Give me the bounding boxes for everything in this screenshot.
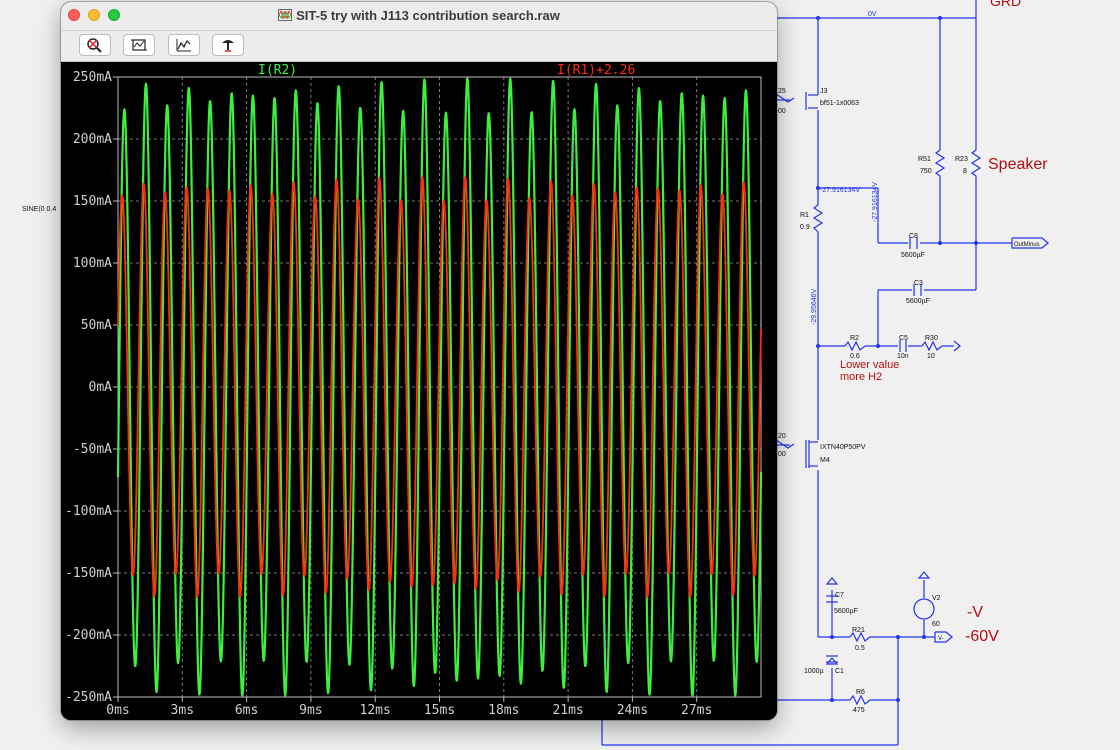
waveform-file-icon (278, 9, 293, 21)
waveform-window: SIT-5 try with J113 contribution search.… (61, 2, 777, 720)
title-bar[interactable]: SIT-5 try with J113 contribution search.… (61, 2, 777, 31)
c8-value: 5600µF (901, 252, 925, 259)
zoom-cancel-button[interactable] (79, 34, 111, 56)
window-title-text: SIT-5 try with J113 contribution search.… (296, 8, 560, 23)
y-tick-label: -50mA (73, 442, 112, 457)
c3-value: 5600µF (906, 298, 930, 305)
r30-label: R30 (925, 335, 938, 342)
series-line-i-r1[interactable] (117, 176, 762, 598)
v2-value: 60 (932, 621, 940, 628)
x-tick-label: 27ms (681, 703, 712, 718)
schematic-junctions (816, 16, 978, 702)
draw-trace-button[interactable] (168, 34, 200, 56)
c5-value: 10n (897, 353, 909, 360)
r6-label: R6 (856, 689, 865, 696)
probe-icon (222, 40, 234, 52)
r30-value: 10 (927, 353, 935, 360)
window-title: SIT-5 try with J113 contribution search.… (61, 8, 777, 23)
close-button[interactable] (68, 9, 80, 21)
speaker-label: Speaker (988, 156, 1048, 173)
r25-label: 25 (778, 88, 786, 95)
j3-label: J3 (820, 88, 828, 95)
node-voltage-2: -27.916134V (872, 182, 879, 222)
r1-value: 0.9 (800, 224, 810, 231)
toolbar (61, 31, 777, 62)
c7-label: C7 (835, 592, 844, 599)
y-tick-label: -150mA (65, 566, 112, 581)
series-line-i-r2[interactable] (116, 77, 763, 697)
autorange-icon (131, 39, 147, 51)
y-tick-label: -250mA (65, 690, 112, 705)
v2-label: V2 (932, 595, 941, 602)
x-tick-label: 18ms (488, 703, 519, 718)
r20-label: 20 (778, 433, 786, 440)
window-controls (68, 9, 120, 21)
r51-label: R51 (918, 156, 931, 163)
magnifier-cross-icon (87, 38, 102, 53)
y-tick-label: 50mA (81, 318, 112, 333)
x-tick-label: 0ms (106, 703, 129, 718)
r51-value: 750 (920, 168, 932, 175)
r21-label: R21 (852, 627, 865, 634)
y-tick-label: 0mA (89, 380, 113, 395)
schematic-components (775, 92, 1049, 706)
y-tick-label: 200mA (73, 132, 112, 147)
r6-value: 475 (853, 707, 865, 714)
x-tick-label: 21ms (552, 703, 583, 718)
y-tick-label: -200mA (65, 628, 112, 643)
y-tick-label: 100mA (73, 256, 112, 271)
r2-value: 0.6 (850, 353, 860, 360)
neg-v-label: -V (967, 604, 983, 621)
c3-label: C3 (914, 280, 923, 287)
r25-value: 00 (778, 108, 786, 115)
j3-model: bf51-1x0063 (820, 100, 859, 107)
r20-value: 00 (778, 451, 786, 458)
c1-value: 1000µ (804, 668, 824, 675)
c1-label: C1 (835, 668, 844, 675)
vminus-flag: V- (938, 636, 944, 642)
r2-label: R2 (850, 335, 859, 342)
waveform-plot[interactable]: 250mA 200mA 150mA 100mA 50mA 0mA -50mA -100mA -1… (61, 62, 777, 720)
m4-model: IXTN40P50PV (820, 444, 866, 451)
neg-60v-label: -60V (965, 628, 999, 645)
r23-label: R23 (955, 156, 968, 163)
sine-source-label: SINE(0 0.4 (22, 206, 56, 213)
x-tick-label: 12ms (360, 703, 391, 718)
y-tick-label: -100mA (65, 504, 112, 519)
c7-value: 5600µF (834, 608, 858, 615)
node-voltage-3: -29.95646V (811, 288, 818, 325)
minimize-button[interactable] (88, 9, 100, 21)
c5-label: C5 (899, 335, 908, 342)
note-line-2: more H2 (840, 371, 882, 383)
y-tick-label: 150mA (73, 194, 112, 209)
r21-value: 0.5 (855, 645, 865, 652)
x-tick-label: 15ms (424, 703, 455, 718)
r23-value: 8 (963, 168, 967, 175)
x-tick-label: 6ms (235, 703, 258, 718)
r1-label: R1 (800, 212, 809, 219)
plot-series (116, 77, 763, 697)
x-tick-label: 3ms (171, 703, 194, 718)
c8-label: C8 (909, 233, 918, 240)
maximize-button[interactable] (108, 9, 120, 21)
trace-label-i-r2[interactable]: I(R2) (258, 63, 297, 78)
plot-grid (118, 77, 761, 697)
x-tick-label: 9ms (299, 703, 322, 718)
autorange-button[interactable] (123, 34, 155, 56)
node-voltage-1: -27.916134V (820, 187, 860, 194)
m4-label: M4 (820, 457, 830, 464)
x-tick-label: 24ms (617, 703, 648, 718)
trace-icon (176, 39, 191, 52)
plot-axes: 250mA 200mA 150mA 100mA 50mA 0mA -50mA -100mA -1… (65, 70, 762, 718)
net-0v-label: 0V (868, 11, 877, 18)
note-line-1: Lower value (840, 359, 899, 371)
probe-button[interactable] (212, 34, 244, 56)
outminus-label: OutMinus (1014, 242, 1040, 248)
grd-label: GRD (990, 0, 1021, 9)
y-tick-label: 250mA (73, 70, 112, 85)
trace-label-i-r1[interactable]: I(R1)+2.26 (557, 63, 635, 78)
